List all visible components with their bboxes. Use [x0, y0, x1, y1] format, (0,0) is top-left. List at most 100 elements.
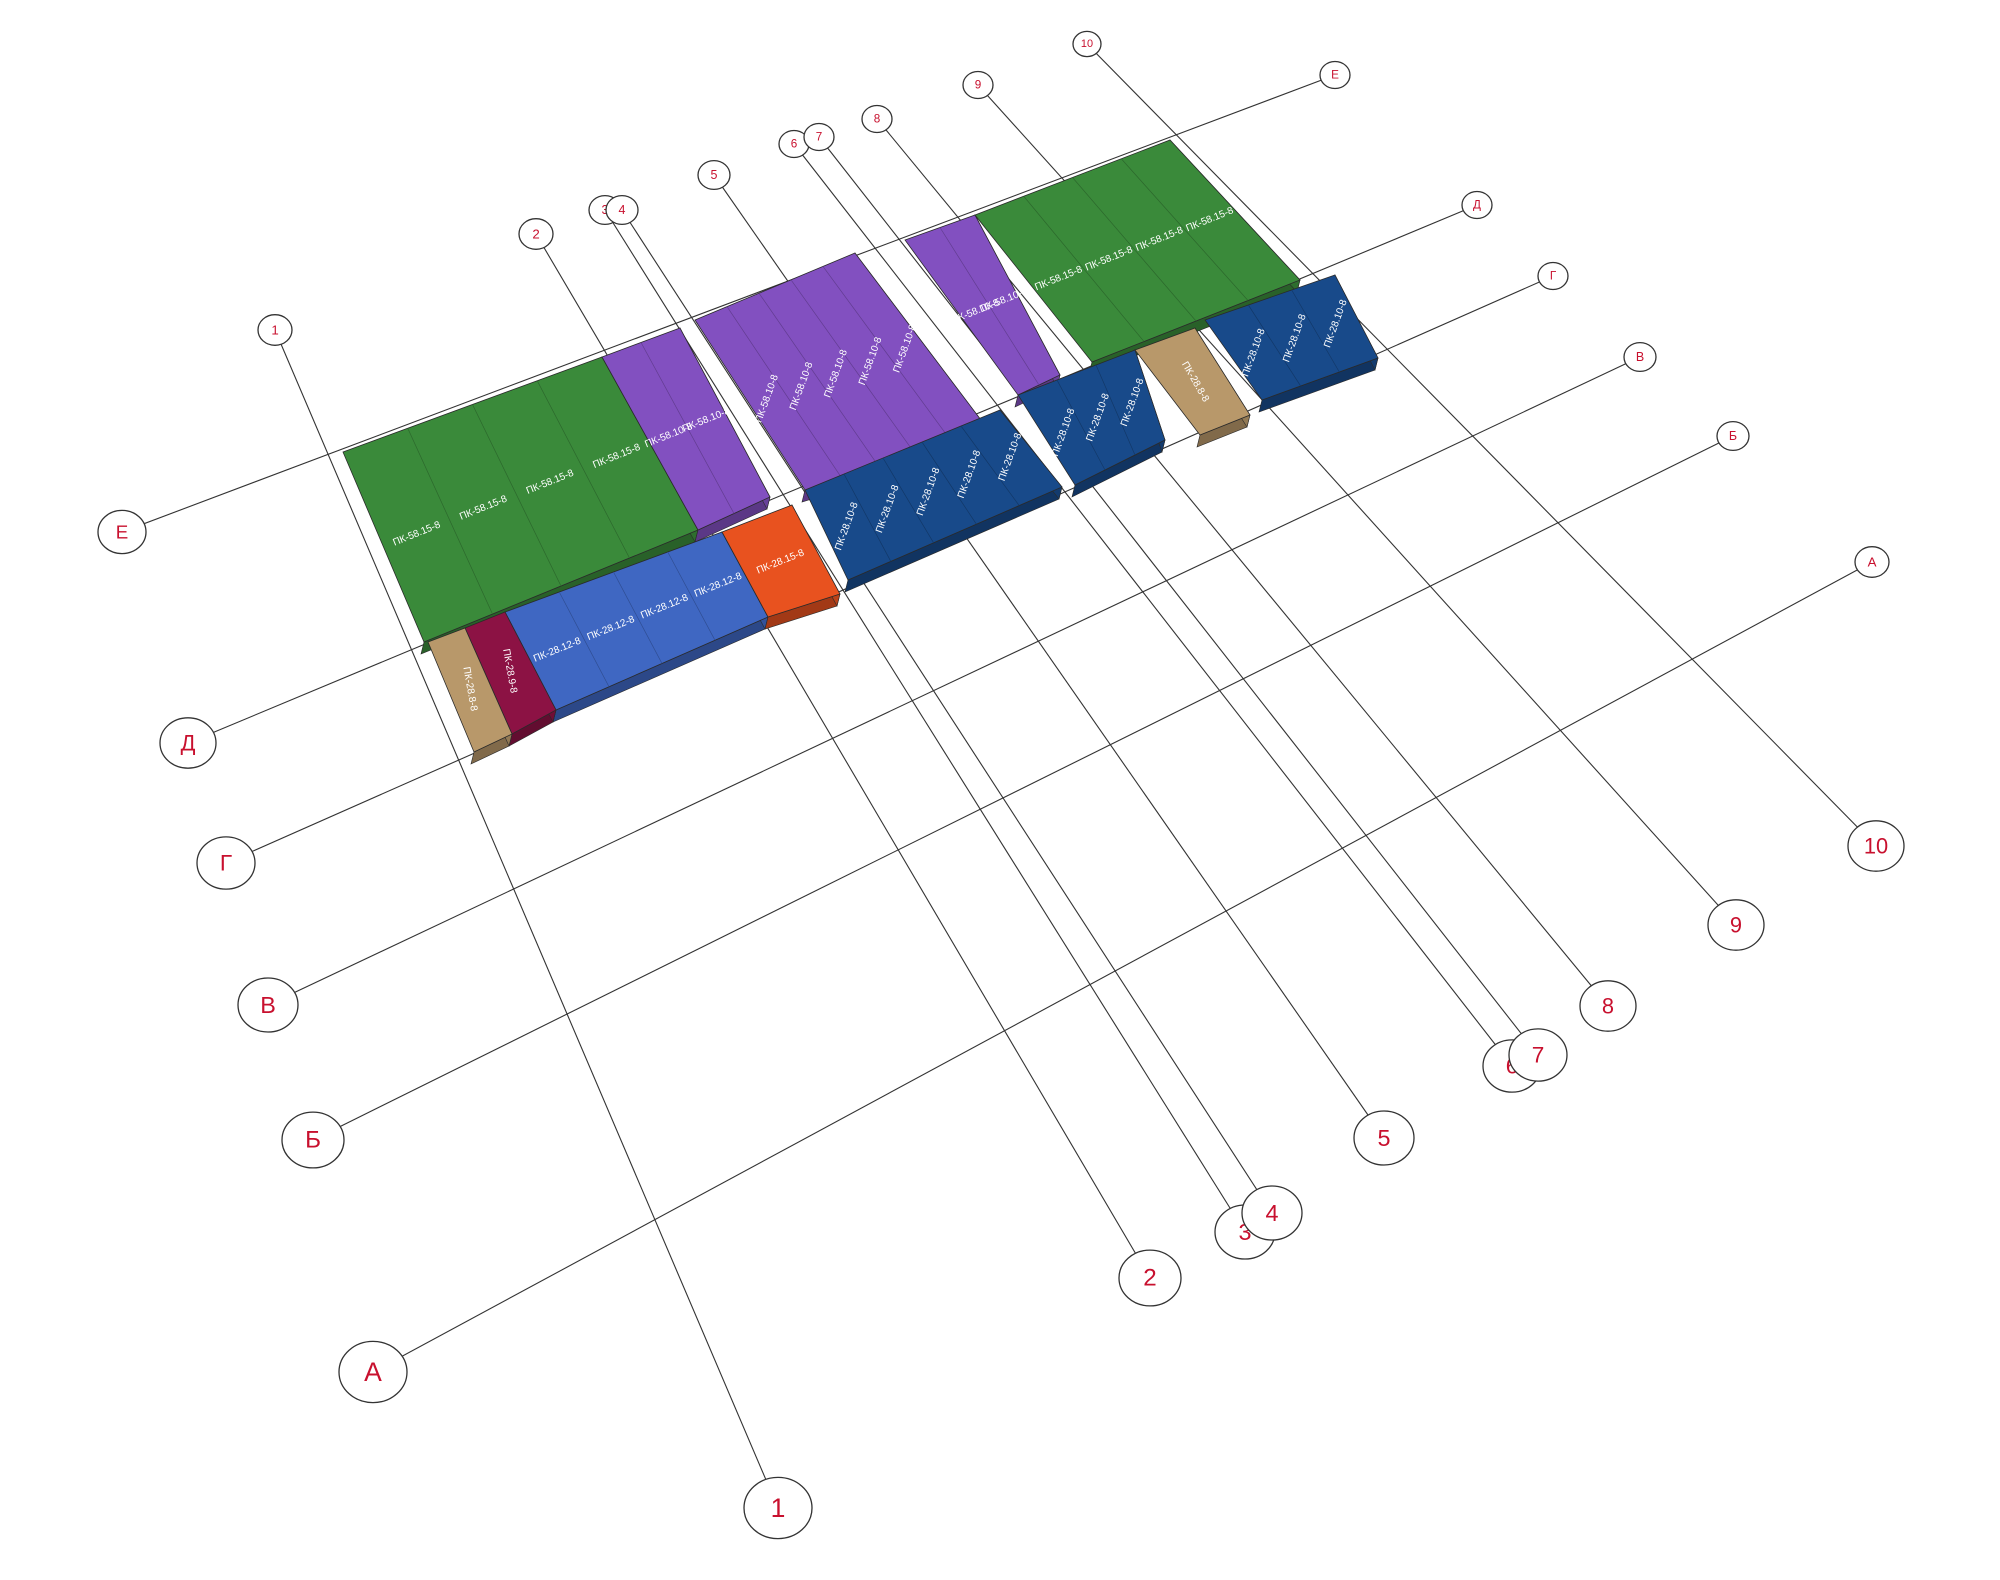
axis-bubble-far-10: 10 — [1072, 30, 1102, 58]
axis-bubble-far-4-label: 4 — [619, 203, 626, 217]
axis-bubble-left-2-label: В — [260, 992, 276, 1018]
axis-bubble-left-4: Д — [159, 717, 217, 769]
axis-line-0 — [372, 561, 1873, 1373]
slab-c-dark-blue-right — [1204, 274, 1379, 413]
axis-bubble-far-8-label: 8 — [874, 113, 881, 126]
axis-bubble-near-2-label: 2 — [1143, 1265, 1156, 1292]
axis-line-7 — [818, 136, 1539, 1056]
slab-c-dark-blue-left — [1017, 348, 1166, 498]
axis-bubble-far-10-label: 10 — [1081, 38, 1093, 50]
axis-bubble-far-7-label: 7 — [816, 131, 823, 144]
slab-b-dark-blue-seam — [882, 457, 934, 543]
axis-bubble-near-7: 7 — [1508, 1028, 1568, 1082]
axis-bubble-left-5-label: Е — [116, 522, 128, 543]
axis-bubble-left-3: Г — [196, 836, 256, 890]
axis-bubble-far-1-label: 1 — [271, 323, 278, 338]
axis-bubble-right-5: Е — [1319, 60, 1351, 90]
slab-b-purple-seam — [822, 266, 954, 444]
slab-c-tan — [1134, 327, 1251, 448]
axis-bubble-near-10-label: 10 — [1864, 834, 1888, 859]
axis-bubbles: 1122334455667788991010ААББВВГГДДЕЕ — [97, 30, 1905, 1540]
axis-bubble-far-3-label: 3 — [602, 203, 609, 217]
slab-a-tan-top — [427, 627, 513, 753]
axis-bubble-left-1: Б — [281, 1111, 345, 1169]
axis-line-1 — [274, 329, 779, 1509]
axis-bubble-near-4-label: 4 — [1265, 1200, 1278, 1226]
slab-b-dark-blue-seam — [960, 425, 1020, 506]
slab-a-orange-top — [721, 504, 841, 618]
axis-bubble-right-5-label: Е — [1331, 69, 1339, 82]
slab-a-orange — [721, 504, 841, 630]
axis-line-4 — [621, 209, 1273, 1214]
axis-bubble-left-1-label: Б — [305, 1127, 321, 1154]
slab-a-green-seam — [472, 404, 562, 587]
axis-bubble-near-2: 2 — [1118, 1249, 1182, 1307]
slab-b-purple-seam — [790, 279, 917, 456]
slab-a-purple-seam — [640, 342, 735, 514]
axis-bubble-far-4: 4 — [605, 194, 639, 226]
axis-bubble-left-2: В — [237, 977, 299, 1033]
axis-bubble-left-3-label: Г — [220, 851, 232, 876]
slab-a-purple — [601, 327, 771, 543]
slab-a-light-blue-seam — [613, 571, 663, 664]
slab-b-dark-blue-seam — [921, 441, 977, 525]
axis-bubble-near-9-label: 9 — [1730, 913, 1742, 938]
axis-bubble-near-1: 1 — [743, 1476, 813, 1540]
slab-c-dark-blue-right-seam — [1291, 289, 1340, 373]
axis-bubble-near-9: 9 — [1707, 899, 1765, 951]
slab-b-purple-seam — [726, 306, 843, 479]
slab-a-light-blue-seam — [667, 551, 716, 641]
axis-bubble-right-4: Д — [1461, 190, 1493, 220]
slab-a-tan — [427, 627, 513, 765]
axis-bubble-right-1-label: Б — [1729, 429, 1737, 443]
axis-line-2 — [267, 356, 1641, 1006]
axis-bubble-far-8: 8 — [861, 104, 893, 134]
axis-bubble-near-10: 10 — [1847, 820, 1905, 872]
axis-bubble-far-6-label: 6 — [791, 138, 798, 151]
slab-a-purple-top — [601, 327, 771, 531]
axis-bubble-far-1: 1 — [257, 314, 293, 346]
axis-bubble-near-7-label: 7 — [1532, 1043, 1545, 1068]
axis-bubble-right-0: А — [1854, 546, 1890, 578]
axis-bubble-right-3-label: Г — [1550, 270, 1557, 283]
axis-bubble-far-9-label: 9 — [975, 79, 982, 92]
slab-b-dark-blue — [804, 409, 1063, 593]
floor-slabs — [342, 139, 1379, 765]
slab-c-purple-top — [904, 214, 1061, 396]
axis-bubble-left-4-label: Д — [181, 731, 196, 756]
slab-a-green-seam — [536, 380, 630, 559]
axis-line-5 — [121, 74, 1336, 533]
slab-c-dark-blue-left-seam — [1056, 379, 1106, 471]
axis-line-3 — [604, 209, 1246, 1233]
slab-a-green-seam — [407, 428, 493, 615]
axis-bubble-near-5-label: 5 — [1377, 1125, 1390, 1151]
axis-bubble-far-7: 7 — [803, 122, 835, 152]
slab-c-green-seam — [1023, 196, 1145, 342]
axis-bubble-far-5-label: 5 — [711, 168, 718, 182]
axis-bubble-left-0-label: А — [364, 1357, 382, 1387]
axis-bubble-right-3: Г — [1537, 261, 1569, 291]
axis-bubble-right-1: Б — [1716, 420, 1750, 452]
slab-c-dark-blue-left-seam — [1095, 364, 1136, 456]
axis-line-6 — [793, 143, 1513, 1067]
slab-a-maroon — [464, 611, 557, 747]
axis-bubble-near-5: 5 — [1353, 1110, 1415, 1166]
slab-b-dark-blue-top — [804, 409, 1063, 581]
axis-bubble-left-0: А — [338, 1340, 408, 1404]
axis-bubble-near-8: 8 — [1579, 980, 1637, 1032]
axis-bubble-left-5: Е — [97, 509, 147, 555]
axis-bubble-near-8-label: 8 — [1602, 994, 1614, 1019]
slab-c-green-seam — [1072, 177, 1197, 322]
axis-line-10 — [1086, 43, 1877, 847]
slab-c-purple-seam — [939, 227, 1040, 386]
axis-bubble-right-4-label: Д — [1473, 199, 1481, 212]
axis-bubble-right-0-label: А — [1868, 555, 1877, 570]
slab-c-tan-top — [1134, 327, 1251, 436]
slab-c-green-top — [974, 139, 1301, 363]
axis-bubble-right-2-label: В — [1636, 350, 1644, 364]
axis-bubble-far-2-label: 2 — [532, 227, 539, 242]
slab-b-purple-seam — [758, 293, 880, 467]
slab-b-dark-blue-seam — [843, 473, 892, 562]
slab-c-green-seam — [1120, 158, 1249, 301]
